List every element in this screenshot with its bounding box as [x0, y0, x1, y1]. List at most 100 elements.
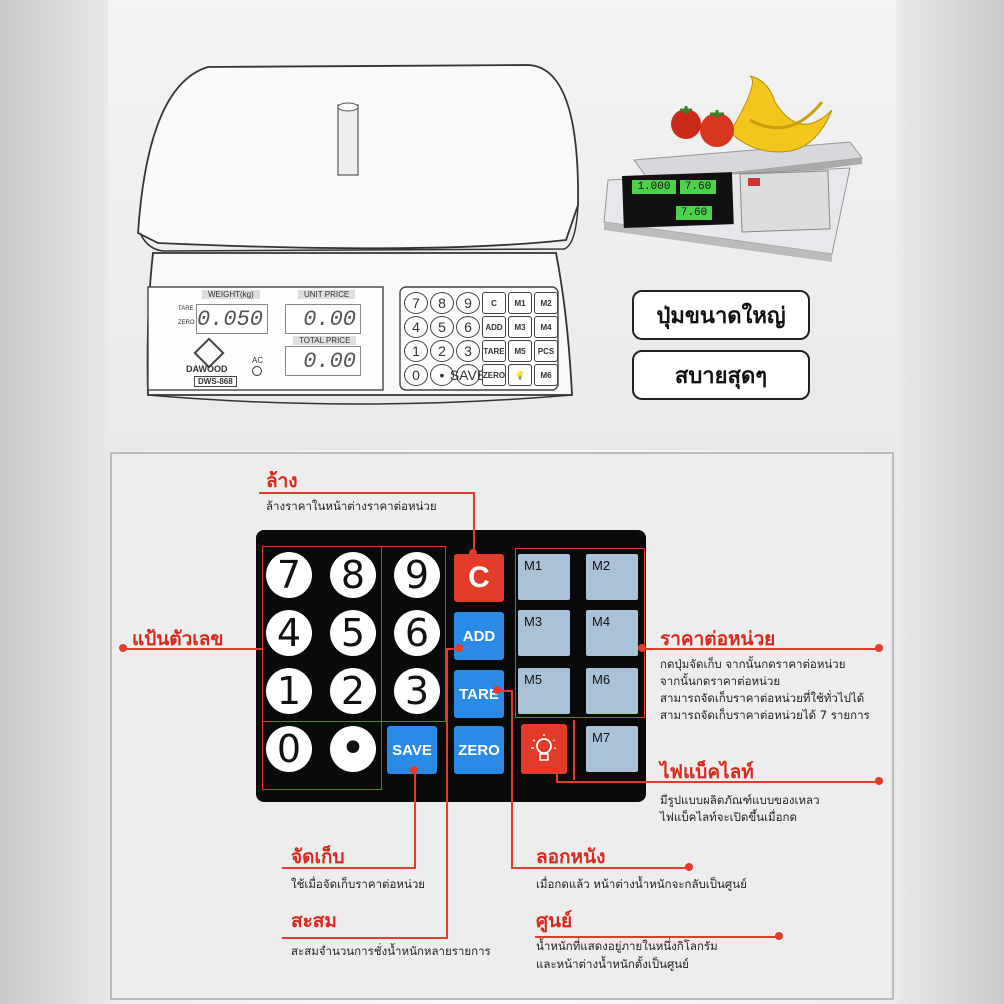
- m2-button[interactable]: M2: [586, 554, 638, 600]
- clear-title: ล้าง: [266, 470, 298, 492]
- backlight-connector-v2: [556, 744, 558, 782]
- backlight-dot-left: [552, 740, 560, 748]
- key-1[interactable]: 1: [266, 668, 312, 714]
- sketch-key: M5: [508, 340, 532, 362]
- zero-connector: [535, 936, 779, 938]
- sketch-key: C: [482, 292, 506, 314]
- sketch-key: 7: [404, 292, 428, 314]
- save-connector-v: [414, 770, 416, 868]
- add-dot: [455, 644, 463, 652]
- backlight-dot-right: [875, 777, 883, 785]
- tare-dot-right: [685, 863, 693, 871]
- sketch-model: DWS-868: [194, 376, 237, 387]
- sketch-key: 6: [456, 316, 480, 338]
- sketch-key: 4: [404, 316, 428, 338]
- add-connector-v: [446, 648, 448, 938]
- numpad-title: แป้นตัวเลข: [132, 628, 224, 650]
- clear-connector-v: [473, 492, 475, 552]
- key-2[interactable]: 2: [330, 668, 376, 714]
- save-description: ใช้เมื่อจัดเก็บราคาต่อหน่วย: [291, 877, 426, 891]
- sketch-key: 3: [456, 340, 480, 362]
- unit-price-desc-1: กดปุ่มจัดเก็บ จากนั้นกดราคาต่อหน่วย: [660, 657, 846, 671]
- save-dot: [410, 766, 418, 774]
- key-7[interactable]: 7: [266, 552, 312, 598]
- m5-button[interactable]: M5: [518, 668, 570, 714]
- sketch-key: M1: [508, 292, 532, 314]
- photo-total-price-display: 7.60: [676, 206, 712, 220]
- unit-price-connector: [643, 648, 879, 650]
- sketch-key: SAVE: [450, 364, 486, 386]
- big-buttons-badge: ปุ่มขนาดใหญ่: [632, 290, 810, 340]
- zero-button[interactable]: ZERO: [454, 726, 504, 774]
- add-title: สะสม: [291, 910, 337, 932]
- unit-price-desc-2: จากนั้นกดราคาต่อหน่วย: [660, 674, 781, 688]
- add-description: สะสมจำนวนการชั่งน้ำหนักหลายรายการ: [291, 944, 491, 958]
- unit-price-dot-left: [638, 644, 646, 652]
- lightbulb-icon: [531, 734, 557, 761]
- sketch-key: M2: [534, 292, 558, 314]
- sketch-key: 9: [456, 292, 480, 314]
- sketch-zero-label: ZERO: [178, 320, 195, 326]
- clear-connector: [259, 492, 474, 494]
- sketch-key: M4: [534, 316, 558, 338]
- sketch-weight-label: WEIGHT(kg): [202, 290, 260, 299]
- backlight-connector: [556, 781, 880, 783]
- save-button[interactable]: SAVE: [387, 726, 437, 774]
- sketch-key: PCS: [534, 340, 558, 362]
- tare-connector-v: [511, 690, 513, 868]
- sketch-key: TARE: [482, 340, 506, 362]
- unit-price-desc-4: สามารถจัดเก็บราคาต่อหน่วยได้ 7 รายการ: [660, 708, 870, 722]
- sketch-total-price-display: 0.00: [285, 346, 361, 376]
- photo-unit-price-display: 7.60: [680, 180, 716, 194]
- backlight-button[interactable]: [521, 724, 567, 774]
- add-connector-h: [446, 648, 458, 650]
- zero-dot: [775, 932, 783, 940]
- sketch-key: 5: [430, 316, 454, 338]
- sketch-ac-label: AC: [252, 356, 264, 365]
- key-3[interactable]: 3: [394, 668, 440, 714]
- zero-title: ศูนย์: [536, 910, 573, 932]
- zero-desc-2: และหน้าต่างน้ำหนักตั้งเป็นศูนย์: [536, 957, 689, 971]
- save-title: จัดเก็บ: [291, 846, 345, 868]
- sketch-unit-price-display: 0.00: [285, 304, 361, 334]
- sketch-power-icon: [252, 366, 262, 376]
- m1-button[interactable]: M1: [518, 554, 570, 600]
- key-9[interactable]: 9: [394, 552, 440, 598]
- clear-dot: [469, 549, 477, 557]
- c-button[interactable]: C: [454, 554, 504, 602]
- backlight-desc-2: ไฟแบ็คไลท์จะเปิดขึ้นเมื่อกด: [660, 810, 797, 824]
- zero-desc-1: น้ำหนักที่แสดงอยู่ภายในหนึ่งกิโลกรัม: [536, 939, 718, 953]
- scale-product-photo: [603, 75, 863, 262]
- comfortable-badge: สบายสุดๆ: [632, 350, 810, 400]
- m6-button[interactable]: M6: [586, 668, 638, 714]
- m4-button[interactable]: M4: [586, 610, 638, 656]
- key-8[interactable]: 8: [330, 552, 376, 598]
- sketch-key: 0: [404, 364, 428, 386]
- photo-weight-display: 1.000: [632, 180, 676, 194]
- tare-title: ลอกหนัง: [536, 846, 606, 868]
- unit-price-desc-3: สามารถจัดเก็บราคาต่อหน่วยที่ใช้ทั่วไปได้: [660, 691, 865, 705]
- sketch-brand: DAWOOD: [186, 364, 228, 374]
- key-6[interactable]: 6: [394, 610, 440, 656]
- tare-connector: [511, 867, 689, 869]
- sketch-weight-display: 0.050: [196, 304, 268, 334]
- sketch-key: 8: [430, 292, 454, 314]
- sketch-key: ADD: [482, 316, 506, 338]
- key-5[interactable]: 5: [330, 610, 376, 656]
- sketch-key: 💡: [508, 364, 532, 386]
- m3-button[interactable]: M3: [518, 610, 570, 656]
- sketch-key: M3: [508, 316, 532, 338]
- tare-button[interactable]: TARE: [454, 670, 504, 718]
- sketch-key: M6: [534, 364, 558, 386]
- sketch-key: •: [430, 364, 454, 386]
- numpad-outline-lower: [262, 546, 382, 790]
- key-0[interactable]: 0: [266, 726, 312, 772]
- key-decimal-point[interactable]: •: [330, 726, 376, 772]
- add-button[interactable]: ADD: [454, 612, 504, 660]
- m7-button[interactable]: M7: [586, 726, 638, 772]
- save-connector: [282, 867, 416, 869]
- key-4[interactable]: 4: [266, 610, 312, 656]
- sketch-key: 2: [430, 340, 454, 362]
- unit-price-title: ราคาต่อหน่วย: [660, 628, 776, 650]
